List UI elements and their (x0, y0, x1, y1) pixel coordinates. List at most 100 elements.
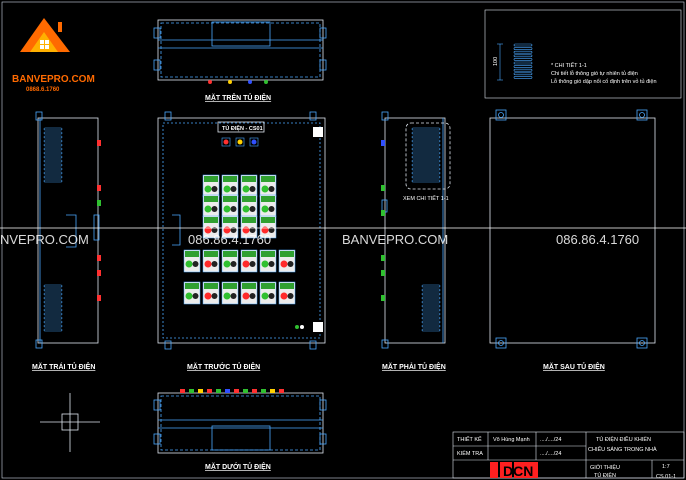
unit-switch (287, 261, 294, 267)
side-marker (97, 295, 101, 301)
unit-label-strip (242, 251, 256, 257)
vent-slots (43, 127, 63, 183)
tb-project-line2: CHIẾU SÁNG TRONG NHÀ (588, 446, 657, 453)
vent-slot (43, 175, 63, 179)
vent-slot (411, 151, 441, 155)
front-view (157, 111, 326, 350)
vent-slot (513, 72, 533, 76)
unit-label-strip (261, 176, 275, 182)
vent-slot (43, 147, 63, 151)
vent-slot (513, 76, 533, 79)
watermark-site-2: BANVEPRO.COM (342, 232, 448, 247)
cable-gland (279, 389, 284, 393)
unit-label-strip (204, 251, 218, 257)
unit-label-strip (223, 176, 237, 182)
vent-slot (43, 308, 63, 312)
vent-slots (421, 284, 441, 332)
vent-slot (411, 163, 441, 167)
vent-slot (421, 328, 441, 332)
unit-light (204, 205, 212, 213)
title-block (452, 431, 685, 479)
cable-gland (243, 389, 248, 393)
side-marker (381, 210, 385, 216)
side-marker (97, 185, 101, 191)
side-marker (97, 255, 101, 261)
cable-gland (252, 389, 257, 393)
vent-slot (43, 312, 63, 316)
tb-scale: 1:7 (662, 464, 670, 470)
vent-slot (43, 316, 63, 320)
unit-light (280, 292, 288, 300)
vent-slot (43, 324, 63, 328)
vent-slot (43, 167, 63, 171)
right-view (381, 111, 451, 349)
unit-switch (211, 206, 218, 212)
unit-label-strip (223, 283, 237, 289)
vent-slot (513, 65, 533, 68)
vent-slot (411, 179, 441, 183)
unit-label-strip (261, 217, 275, 223)
unit-light (242, 185, 250, 193)
unit-switch (249, 227, 256, 233)
vent-slot (43, 163, 63, 167)
unit-switch (268, 293, 275, 299)
unit-switch (230, 227, 237, 233)
unit-switch (192, 261, 199, 267)
ucs-crosshair (40, 393, 100, 452)
vent-slot (513, 43, 533, 47)
cable-gland (180, 389, 185, 393)
dcn-logo: DCN (490, 462, 538, 479)
vent-slot (43, 143, 63, 147)
tb-date-1: ..../..../24 (540, 437, 561, 443)
cable-gland (234, 389, 239, 393)
unit-switch (230, 186, 237, 192)
vent-slot (421, 304, 441, 308)
watermark-phone-1: 086.86.4.1760 (188, 232, 271, 247)
label-left-view: MẶT TRÁI TỦ ĐIỆN (32, 362, 95, 371)
vent-slot (513, 54, 533, 58)
vent-slots (43, 284, 63, 332)
vent-slot (43, 151, 63, 155)
detail-1-1 (484, 9, 682, 99)
unit-label-strip (242, 283, 256, 289)
unit-light (261, 185, 269, 193)
unit-light (223, 292, 231, 300)
unit-label-strip (280, 251, 294, 257)
vent-slot (411, 171, 441, 175)
vent-slot (421, 312, 441, 316)
vent-slot (421, 308, 441, 312)
unit-label-strip (204, 217, 218, 223)
unit-switch (249, 206, 256, 212)
side-marker (381, 140, 385, 146)
vent-slot (421, 296, 441, 300)
side-marker (381, 255, 385, 261)
tb-company: DCN (503, 463, 533, 479)
cable-gland (207, 389, 212, 393)
unit-light (223, 260, 231, 268)
label-right-view: MẶT PHẢI TỦ ĐIỆN (382, 362, 446, 371)
detail-callout: XEM CHI TIẾT 1-1 (403, 195, 449, 202)
vent-slot (43, 171, 63, 175)
unit-switch (211, 293, 218, 299)
vent-slot (421, 288, 441, 292)
tb-sheet-no: CS.01-1 (656, 474, 676, 480)
unit-light (204, 185, 212, 193)
vent-slot (421, 300, 441, 304)
vent-slot (411, 159, 441, 163)
cable-gland (261, 389, 266, 393)
logo-brand: BANVEPRO.COM (12, 74, 95, 85)
unit-light (242, 260, 250, 268)
vent-slot (411, 139, 441, 143)
vent-slot (411, 127, 441, 131)
unit-switch (192, 293, 199, 299)
vent-slot (43, 328, 63, 332)
vent-slot (43, 131, 63, 135)
tb-designer-label: THIẾT KẾ (457, 436, 482, 443)
unit-label-strip (261, 251, 275, 257)
vent-slot (513, 58, 533, 61)
label-bottom-view: MẶT DƯỚI TỦ ĐIỆN (205, 462, 271, 471)
unit-label-strip (204, 196, 218, 202)
unit-switch (287, 293, 294, 299)
unit-light (242, 205, 250, 213)
